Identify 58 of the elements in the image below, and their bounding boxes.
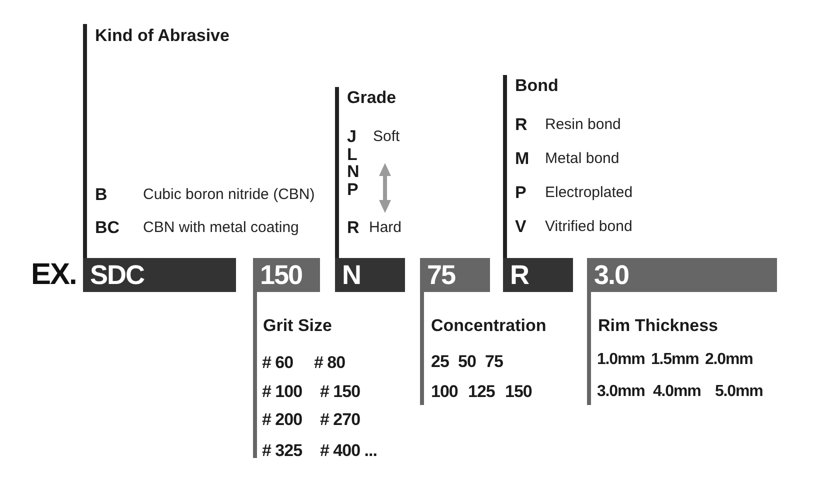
- leader-line: [335, 87, 339, 258]
- code-letter: P: [515, 184, 526, 202]
- code-letter: R: [515, 116, 528, 134]
- code-segment: N: [335, 258, 405, 292]
- code-segment: 150: [253, 258, 320, 292]
- option-value: 75: [485, 352, 503, 372]
- code-letter: N: [347, 163, 360, 181]
- option-value: # 200: [262, 410, 302, 430]
- code-segment: 75: [420, 258, 490, 292]
- leader-line: [587, 292, 591, 405]
- code-segment: SDC: [83, 258, 236, 292]
- code-letter: B: [95, 186, 108, 204]
- option-value: 3.0mm: [597, 382, 645, 402]
- option-value: 5.0mm: [715, 382, 763, 402]
- code-letter: P: [347, 181, 358, 199]
- code-letter: M: [515, 150, 530, 168]
- code-description: Metal bond: [545, 150, 620, 168]
- code-letter: J: [347, 128, 356, 146]
- option-value: # 100: [262, 382, 302, 402]
- section-heading: Kind of Abrasive: [95, 26, 230, 46]
- option-value: 125: [468, 382, 495, 402]
- option-value: 1.0mm: [597, 350, 645, 370]
- code-letter: L: [347, 146, 358, 164]
- option-value: # 80: [314, 353, 346, 373]
- leader-line: [83, 24, 87, 258]
- option-value: # 400 ...: [320, 441, 377, 461]
- section-heading: Concentration: [431, 316, 546, 336]
- leader-line: [503, 75, 507, 258]
- code-letter: R: [347, 219, 360, 237]
- code-description: Resin bond: [545, 116, 621, 134]
- leader-line: [420, 292, 424, 405]
- example-prefix: EX.: [31, 258, 76, 292]
- code-description: CBN with metal coating: [143, 219, 299, 237]
- section-heading: Grade: [347, 88, 396, 108]
- code-segment: 3.0: [587, 258, 777, 292]
- option-value: # 150: [320, 382, 360, 402]
- code-letter: BC: [95, 219, 120, 237]
- code-letter: V: [515, 218, 526, 236]
- option-value: 150: [505, 382, 532, 402]
- code-description: Soft: [373, 128, 400, 146]
- section-heading: Rim Thickness: [598, 316, 718, 336]
- option-value: 25: [431, 352, 449, 372]
- code-description: Electroplated: [545, 184, 633, 202]
- option-value: # 270: [320, 410, 360, 430]
- leader-line: [253, 292, 257, 458]
- code-description: Cubic boron nitride (CBN): [143, 186, 315, 204]
- option-value: 1.5mm: [651, 350, 699, 370]
- option-value: 50: [458, 352, 476, 372]
- code-description: Vitrified bond: [545, 218, 632, 236]
- option-value: 2.0mm: [705, 350, 753, 370]
- section-heading: Grit Size: [263, 316, 332, 336]
- code-description: Hard: [369, 219, 402, 237]
- section-heading: Bond: [515, 76, 558, 96]
- code-segment: R: [503, 258, 573, 292]
- option-value: # 60: [262, 353, 294, 373]
- option-value: # 325: [262, 441, 302, 461]
- option-value: 100: [431, 382, 458, 402]
- option-value: 4.0mm: [653, 382, 701, 402]
